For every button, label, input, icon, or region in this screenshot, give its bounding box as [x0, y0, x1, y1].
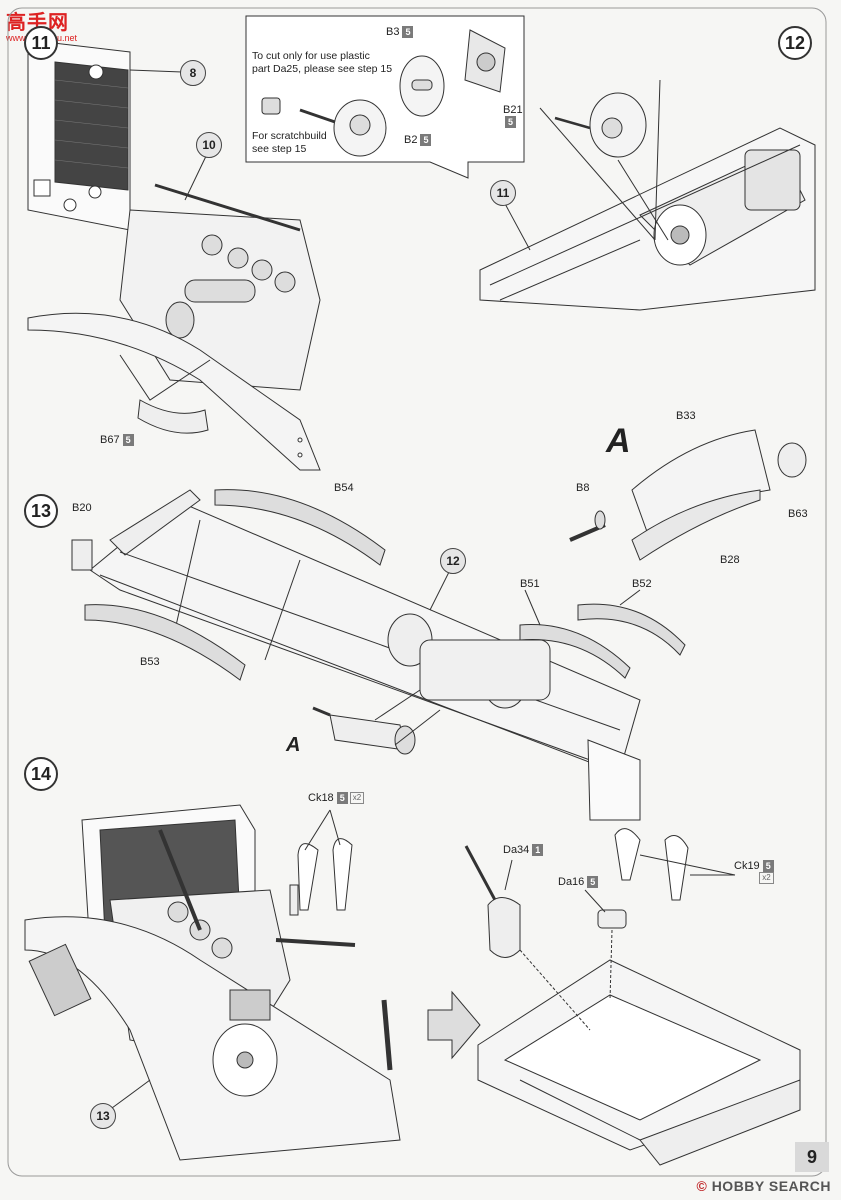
scratchbuild-note-line2: see step 15	[252, 143, 307, 155]
cut-note-line1: To cut only for use plastic	[252, 50, 370, 62]
step14-drawing	[24, 804, 801, 1166]
hobby-search-watermark: © HOBBY SEARCH	[696, 1178, 831, 1194]
quantity-badge: x2	[759, 872, 774, 885]
step11-drawing	[27, 39, 321, 471]
sprue-badge: 5	[420, 134, 432, 147]
sprue-badge: 5	[587, 876, 599, 889]
sprue-badge: 1	[532, 844, 544, 857]
part-label-b28: B28	[720, 554, 740, 566]
hobby-search-brand: HOBBY SEARCH	[711, 1178, 831, 1194]
part-label-b33: B33	[676, 410, 696, 422]
part-da16-code: Da16	[558, 876, 585, 888]
step12-drawing	[245, 15, 816, 311]
part-b3-code: B3	[386, 26, 400, 38]
part-ck19-code: Ck19	[734, 860, 760, 872]
part-label-b52: B52	[632, 578, 652, 590]
subassembly-a-marker: A	[286, 734, 301, 756]
subassembly-a-heading: A	[606, 422, 631, 460]
callout-step-12: 12	[440, 548, 466, 574]
part-label-b8: B8	[576, 482, 590, 494]
part-label-b20: B20	[72, 502, 92, 514]
part-b67-code: B67	[100, 434, 120, 446]
part-label-b54: B54	[334, 482, 354, 494]
copyright-mark: ©	[696, 1178, 708, 1194]
site-logo-text: 高手网	[6, 12, 69, 34]
part-label-b51: B51	[520, 578, 540, 590]
cut-note-line2: part Da25, please see step 15	[252, 63, 393, 75]
step-number-14: 14	[24, 757, 58, 791]
part-label-b63: B63	[788, 508, 808, 520]
page-number: 9	[795, 1142, 829, 1172]
part-label-b21: B21 5	[503, 104, 523, 129]
quantity-badge: x2	[349, 792, 365, 805]
step-number-13: 13	[24, 494, 58, 528]
step-number-11: 11	[24, 26, 58, 60]
sprue-badge: 5	[402, 26, 414, 39]
scratchbuild-note-line1: For scratchbuild	[252, 130, 327, 142]
part-b21-code: B21	[503, 104, 523, 116]
callout-step-11: 11	[490, 180, 516, 206]
step13-drawing	[71, 429, 807, 821]
part-label-b53: B53	[140, 656, 160, 668]
callout-step-10: 10	[196, 132, 222, 158]
callout-step-8: 8	[180, 60, 206, 86]
callout-step-13: 13	[90, 1103, 116, 1129]
sprue-badge: 5	[762, 860, 774, 873]
part-da34-code: Da34	[503, 844, 530, 856]
step-number-12: 12	[778, 26, 812, 60]
cut-note: To cut only for use plastic part Da25, p…	[252, 50, 392, 76]
scratchbuild-note: For scratchbuild see step 15	[252, 130, 327, 156]
part-ck18-code: Ck18	[308, 792, 334, 804]
sprue-badge: 5	[505, 116, 517, 129]
sprue-badge: 5	[122, 434, 134, 447]
part-b2-code: B2	[404, 134, 418, 146]
sprue-badge: 5	[336, 792, 348, 805]
